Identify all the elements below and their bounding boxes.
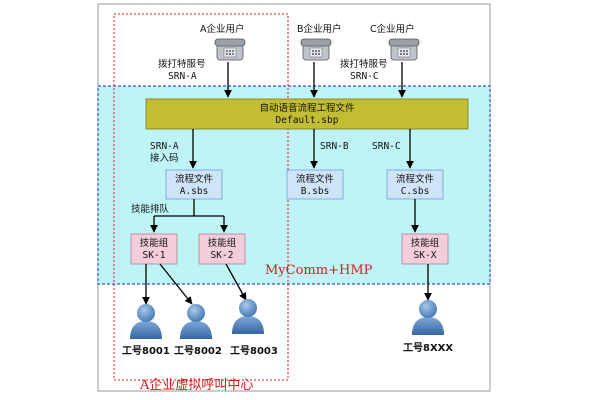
- agent-icon: [130, 304, 162, 339]
- dial-a-line1: 拨打特服号: [158, 58, 206, 70]
- flow-node-b: [286, 169, 344, 200]
- arrow-sk2-agent3: [225, 263, 247, 301]
- sk2-id: SK-2: [211, 250, 234, 261]
- flow-a-file: A.sbs: [180, 186, 209, 197]
- phone-icon: [214, 38, 246, 61]
- agent-icon: [180, 304, 212, 339]
- user-b-label: B企业用户: [297, 23, 342, 35]
- route-a-line2: 接入码: [150, 152, 179, 164]
- sk1-title: 技能组: [140, 237, 169, 249]
- skill-group-sk2: [198, 233, 246, 265]
- agent-icon: [412, 300, 444, 335]
- agent-icon: [232, 299, 264, 334]
- agent-8xxx-label: 工号8XXX: [403, 342, 453, 354]
- agent-8001-label: 工号8001: [122, 345, 170, 357]
- skill-queue-label: 技能排队: [131, 203, 170, 215]
- phone-icon: [388, 38, 420, 61]
- user-a-label: A企业用户: [200, 23, 245, 35]
- flow-node-c: [386, 169, 444, 200]
- flow-a-title: 流程文件: [175, 173, 214, 185]
- route-b: SRN-B: [320, 141, 349, 152]
- ivr-project-bar: [145, 98, 469, 130]
- arrow-sk1-agent2: [159, 263, 193, 305]
- ivr-title: 自动语音流程工程文件: [259, 102, 355, 114]
- skill-group-sk1: [130, 233, 178, 265]
- platform-label: MyComm+HMP: [265, 263, 373, 278]
- dial-c-line2: SRN-C: [350, 71, 379, 82]
- sk1-id: SK-1: [143, 250, 166, 261]
- skx-id: SK-X: [414, 250, 437, 261]
- flow-b-title: 流程文件: [296, 173, 335, 185]
- callcenter-label: A企业虚拟呼叫中心: [139, 377, 253, 393]
- route-a-line1: SRN-A: [150, 141, 179, 152]
- sk2-title: 技能组: [208, 237, 237, 249]
- dial-a-line2: SRN-A: [168, 71, 197, 82]
- flow-b-file: B.sbs: [301, 186, 330, 197]
- agent-8002-label: 工号8002: [174, 345, 222, 357]
- skx-title: 技能组: [411, 237, 440, 249]
- flow-c-title: 流程文件: [396, 173, 435, 185]
- phone-icon: [300, 38, 332, 61]
- flow-c-file: C.sbs: [401, 186, 430, 197]
- skill-group-skx: [401, 233, 449, 265]
- ivr-file: Default.sbp: [276, 115, 339, 126]
- dial-c-line1: 拨打特服号: [340, 58, 388, 70]
- route-c: SRN-C: [372, 141, 401, 152]
- agent-8003-label: 工号8003: [230, 345, 278, 357]
- flow-node-a: [165, 169, 223, 200]
- user-c-label: C企业用户: [370, 23, 415, 35]
